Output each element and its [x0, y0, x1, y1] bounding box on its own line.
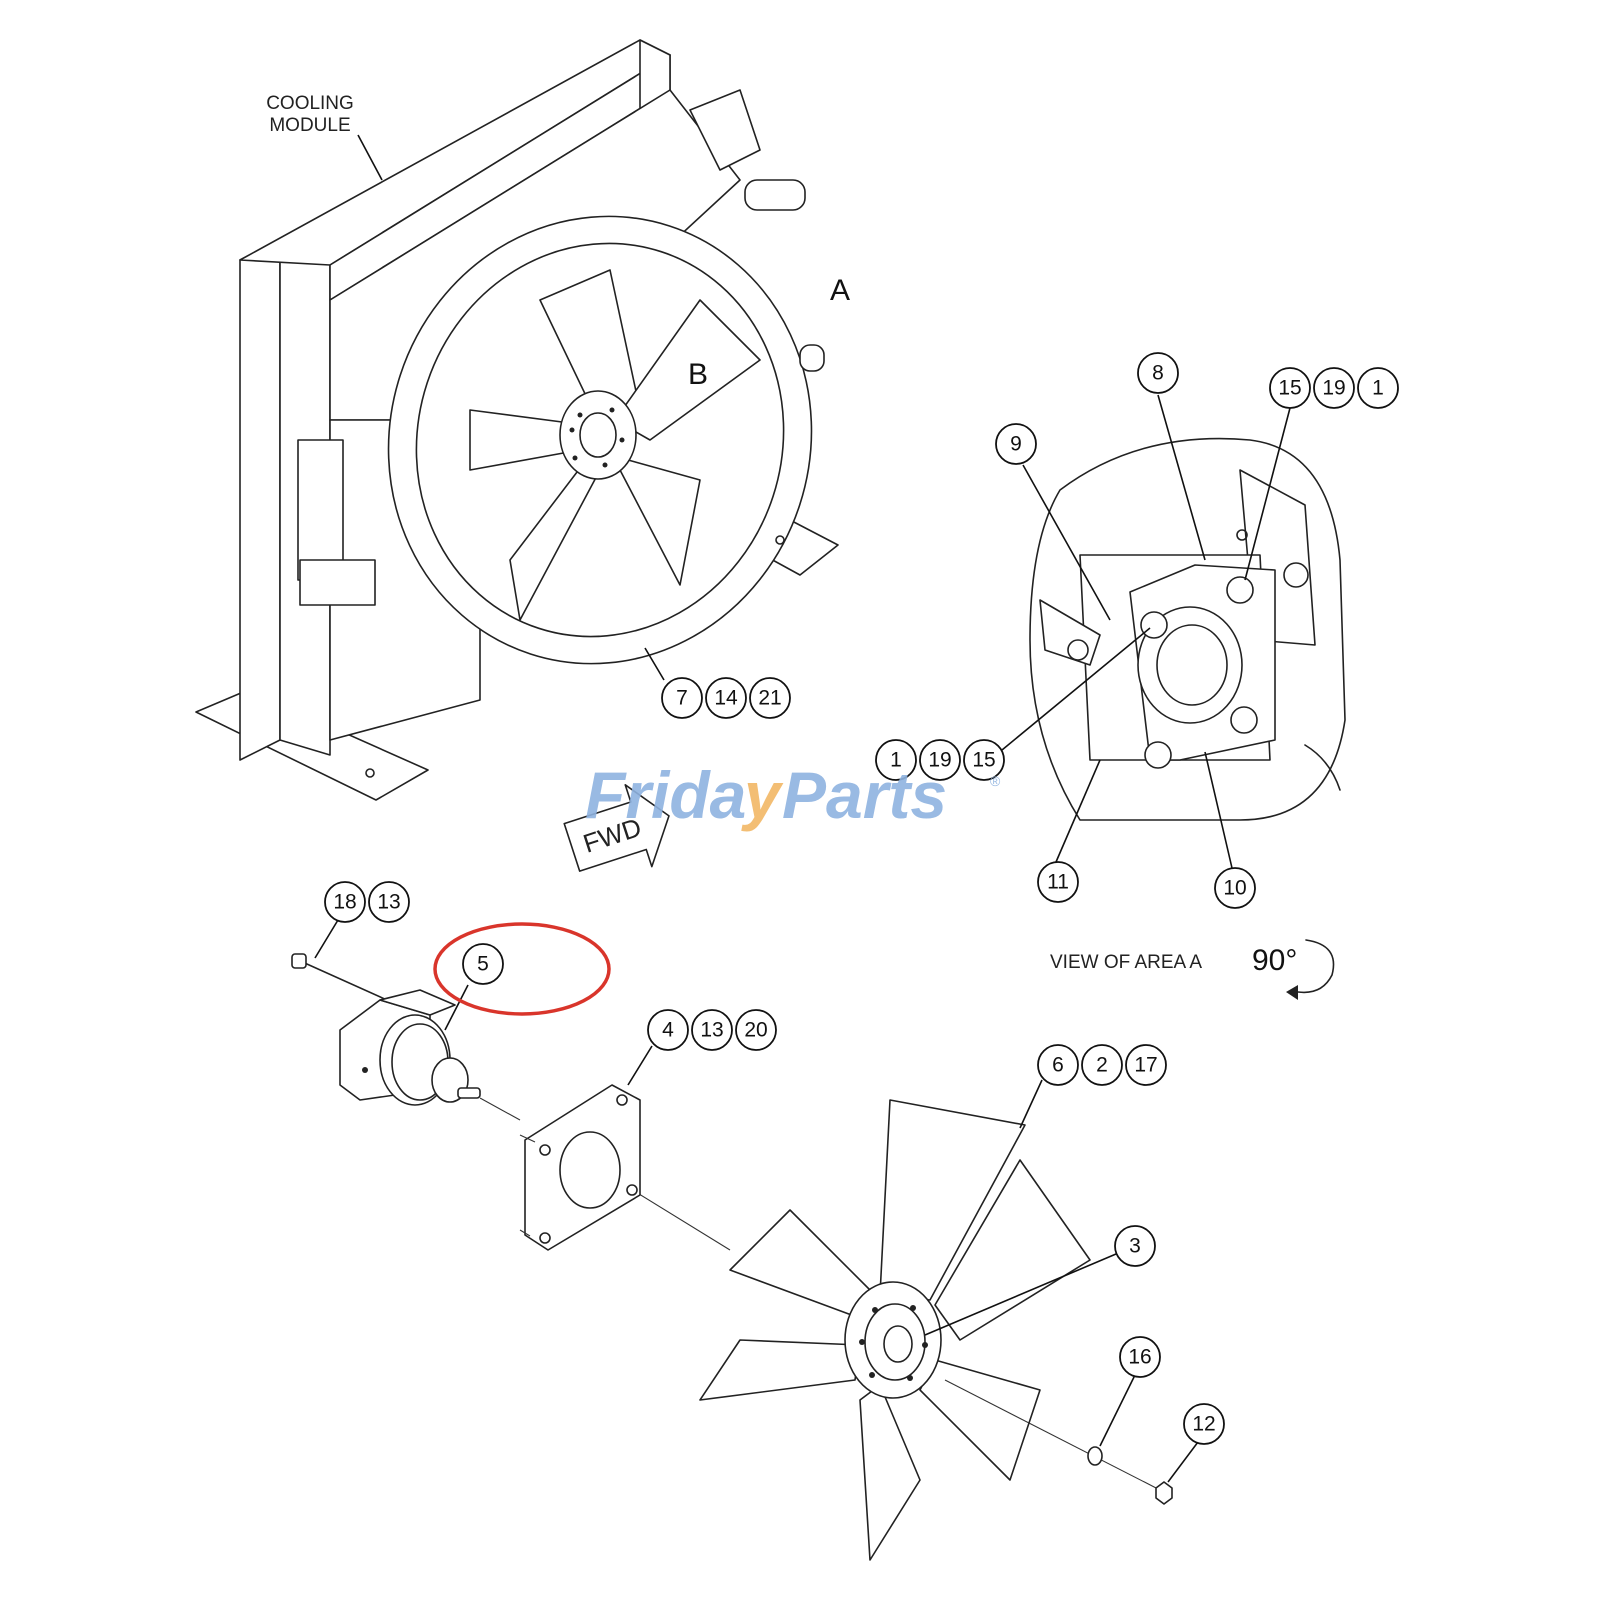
callout-group-1-19-15[interactable]: 1 19 15 [875, 739, 1005, 781]
svg-text:19: 19 [1322, 377, 1345, 400]
svg-text:20: 20 [744, 1019, 767, 1042]
rotation-label: 90° [1252, 944, 1297, 977]
svg-text:14: 14 [714, 687, 738, 710]
svg-text:y: y [741, 758, 784, 832]
svg-text:21: 21 [758, 687, 781, 710]
callout-group-18-13[interactable]: 18 13 [324, 881, 410, 923]
svg-text:13: 13 [377, 891, 400, 914]
callout-group-7-14-21[interactable]: 7 14 21 [661, 677, 791, 719]
svg-text:®: ® [990, 773, 1001, 789]
svg-text:4: 4 [662, 1019, 674, 1042]
rotation-arrowhead-icon [1286, 985, 1298, 1000]
callout-group-4-13-20[interactable]: 4 13 20 [647, 1009, 777, 1051]
svg-text:13: 13 [700, 1019, 723, 1042]
callout-5[interactable]: 5 [462, 943, 504, 985]
fan-drawing [699, 1099, 1091, 1561]
svg-text:19: 19 [928, 749, 951, 772]
rotation-arrow-icon [1297, 939, 1335, 994]
svg-text:2: 2 [1096, 1054, 1108, 1077]
svg-text:15: 15 [1278, 377, 1301, 400]
callout-12[interactable]: 12 [1183, 1403, 1225, 1445]
callout-10[interactable]: 10 [1214, 867, 1256, 909]
svg-text:3: 3 [1129, 1235, 1141, 1258]
area-a-label: A [830, 274, 850, 307]
view-of-area-a-label: VIEW OF AREA A [1050, 952, 1202, 973]
mounting-bolt-drawing [291, 953, 399, 1006]
svg-text:1: 1 [1372, 377, 1384, 400]
callout-11[interactable]: 11 [1037, 861, 1079, 903]
washer-drawing [1087, 1446, 1103, 1466]
area-b-label: B [688, 358, 708, 391]
adapter-plate-drawing [519, 1084, 641, 1251]
svg-text:8: 8 [1152, 362, 1164, 385]
svg-text:1: 1 [890, 749, 902, 772]
hydraulic-fan-motor-drawing [339, 989, 481, 1106]
svg-text:12: 12 [1192, 1413, 1215, 1436]
svg-text:15: 15 [972, 749, 995, 772]
svg-text:5: 5 [477, 953, 489, 976]
nut-drawing [1155, 1481, 1173, 1505]
svg-text:Parts: Parts [782, 758, 947, 832]
svg-text:10: 10 [1223, 877, 1246, 900]
callout-9[interactable]: 9 [995, 423, 1037, 465]
cooling-module-drawing [195, 39, 839, 801]
forward-arrow-icon: FWD [563, 784, 670, 872]
svg-text:11: 11 [1047, 871, 1069, 894]
svg-text:9: 9 [1010, 433, 1022, 456]
cooling-module-label-1: COOLING [266, 93, 354, 114]
cooling-module-leader [357, 134, 383, 181]
svg-text:6: 6 [1052, 1054, 1064, 1077]
svg-text:18: 18 [333, 891, 356, 914]
svg-text:7: 7 [676, 687, 688, 710]
part-5-highlight-ring [433, 922, 611, 1016]
fridayparts-watermark-logo: Frida y Parts ® [585, 758, 1001, 832]
cooling-module-label-2: MODULE [269, 115, 350, 136]
svg-text:Frida: Frida [585, 758, 746, 832]
svg-text:17: 17 [1134, 1054, 1157, 1077]
callout-group-15-19-1[interactable]: 15 19 1 [1269, 367, 1399, 409]
callout-group-6-2-17[interactable]: 6 2 17 [1037, 1044, 1167, 1086]
callout-3[interactable]: 3 [1114, 1225, 1156, 1267]
callout-8[interactable]: 8 [1137, 352, 1179, 394]
callout-16[interactable]: 16 [1119, 1336, 1161, 1378]
svg-text:16: 16 [1128, 1346, 1151, 1369]
area-a-detail-drawing [1029, 437, 1346, 821]
